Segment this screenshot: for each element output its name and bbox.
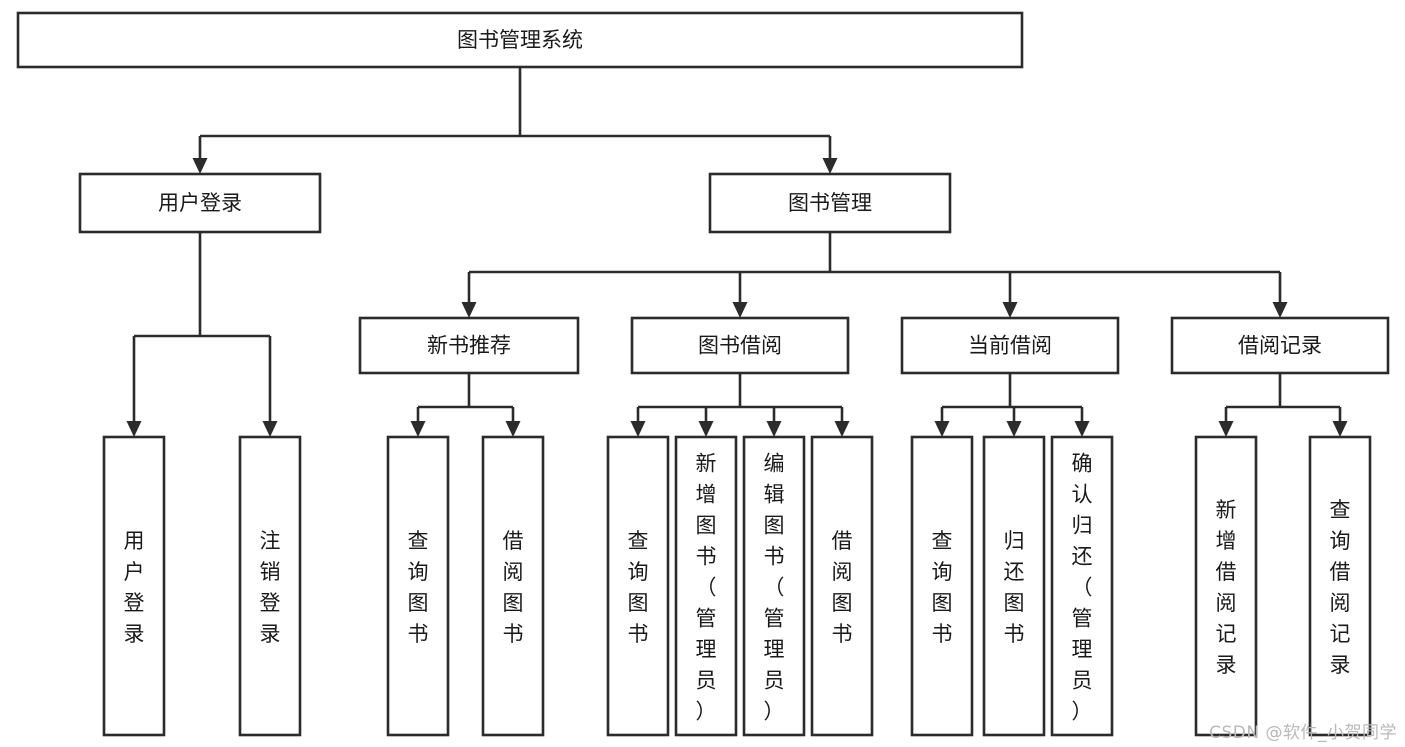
arrow-head-leaf-return-book [1006,421,1022,437]
node-label-current-borrow: 当前借阅 [968,334,1052,358]
arrow-head-leaf-query-borrow-record [1332,421,1348,437]
arrow-head-leaf-confirm-return-admin [1074,421,1090,437]
node-box-leaf-query-book-current[interactable] [910,435,974,737]
arrow-head-leaf-query-book-borrow [630,421,646,437]
node-label-leaf-confirm-return-admin: 确认归还（管理员） [1072,452,1093,724]
arrow-head-leaf-edit-book-admin [766,421,782,437]
node-label-new-book-recommend: 新书推荐 [427,334,511,358]
arrow-head-leaf-query-book-current [934,421,950,437]
node-label-root: 图书管理系统 [457,28,583,52]
arrow-head-leaf-query-book-recommend [410,421,426,437]
node-labels-group: 图书管理系统用户登录图书管理新书推荐图书借阅当前借阅借阅记录用户登录注销登录查询… [124,28,1351,724]
node-label-leaf-user-login: 用户登录 [124,529,145,646]
arrow-head-book-manage [822,158,838,174]
arrow-head-leaf-user-login [126,421,142,437]
node-label-user-login: 用户登录 [158,191,242,215]
node-label-leaf-edit-book-admin: 编辑图书（管理员） [764,452,785,724]
node-label-book-manage: 图书管理 [788,191,872,215]
arrow-head-user-login [192,158,208,174]
arrow-head-new-book-recommend [461,302,477,318]
arrow-head-leaf-add-borrow-record [1218,421,1234,437]
node-label-leaf-borrow-book: 借阅图书 [832,529,853,646]
node-box-leaf-query-borrow-record[interactable] [1308,435,1372,737]
connector-lines-group [126,67,1348,437]
arrow-head-leaf-borrow-book-recommend [505,421,521,437]
node-label-leaf-borrow-book-recommend: 借阅图书 [503,529,524,646]
node-box-leaf-query-book-borrow[interactable] [606,435,670,737]
node-label-leaf-return-book: 归还图书 [1004,529,1025,646]
node-label-book-borrow: 图书借阅 [698,334,782,358]
arrow-head-leaf-logout-login [262,421,278,437]
node-box-leaf-return-book[interactable] [982,435,1046,737]
node-box-leaf-user-login[interactable] [102,435,166,737]
node-box-leaf-confirm-return-admin[interactable] [1050,435,1114,737]
node-box-root[interactable] [16,11,1024,69]
arrow-head-leaf-borrow-book [834,421,850,437]
arrow-head-leaf-add-book-admin [698,421,714,437]
node-box-leaf-borrow-book[interactable] [810,435,874,737]
node-box-leaf-query-book-recommend[interactable] [386,435,450,737]
node-label-leaf-query-book-current: 查询图书 [932,529,953,646]
node-label-leaf-query-book-recommend: 查询图书 [408,529,429,646]
node-label-borrow-record: 借阅记录 [1238,334,1322,358]
node-box-book-borrow[interactable] [630,316,850,375]
node-box-leaf-logout-login[interactable] [238,435,302,737]
arrow-head-book-borrow [732,302,748,318]
node-box-leaf-edit-book-admin[interactable] [742,435,806,737]
node-box-leaf-borrow-book-recommend[interactable] [481,435,545,737]
node-boxes-group [16,11,1390,737]
node-label-leaf-logout-login: 注销登录 [260,529,281,646]
watermark-text: CSDN @软件_小贺同学 [1209,723,1397,743]
node-box-leaf-add-book-admin[interactable] [674,435,738,737]
node-box-new-book-recommend[interactable] [358,316,580,375]
node-label-leaf-query-borrow-record: 查询借阅记录 [1330,498,1351,677]
node-box-user-login[interactable] [78,172,322,234]
node-box-borrow-record[interactable] [1170,316,1390,375]
node-box-leaf-add-borrow-record[interactable] [1194,435,1258,737]
arrow-head-borrow-record [1272,302,1288,318]
arrow-head-current-borrow [1002,302,1018,318]
node-box-book-manage[interactable] [708,172,952,234]
node-label-leaf-add-book-admin: 新增图书（管理员） [696,452,717,724]
node-box-current-borrow[interactable] [900,316,1120,375]
node-label-leaf-add-borrow-record: 新增借阅记录 [1216,498,1237,677]
node-label-leaf-query-book-borrow: 查询图书 [628,529,649,646]
